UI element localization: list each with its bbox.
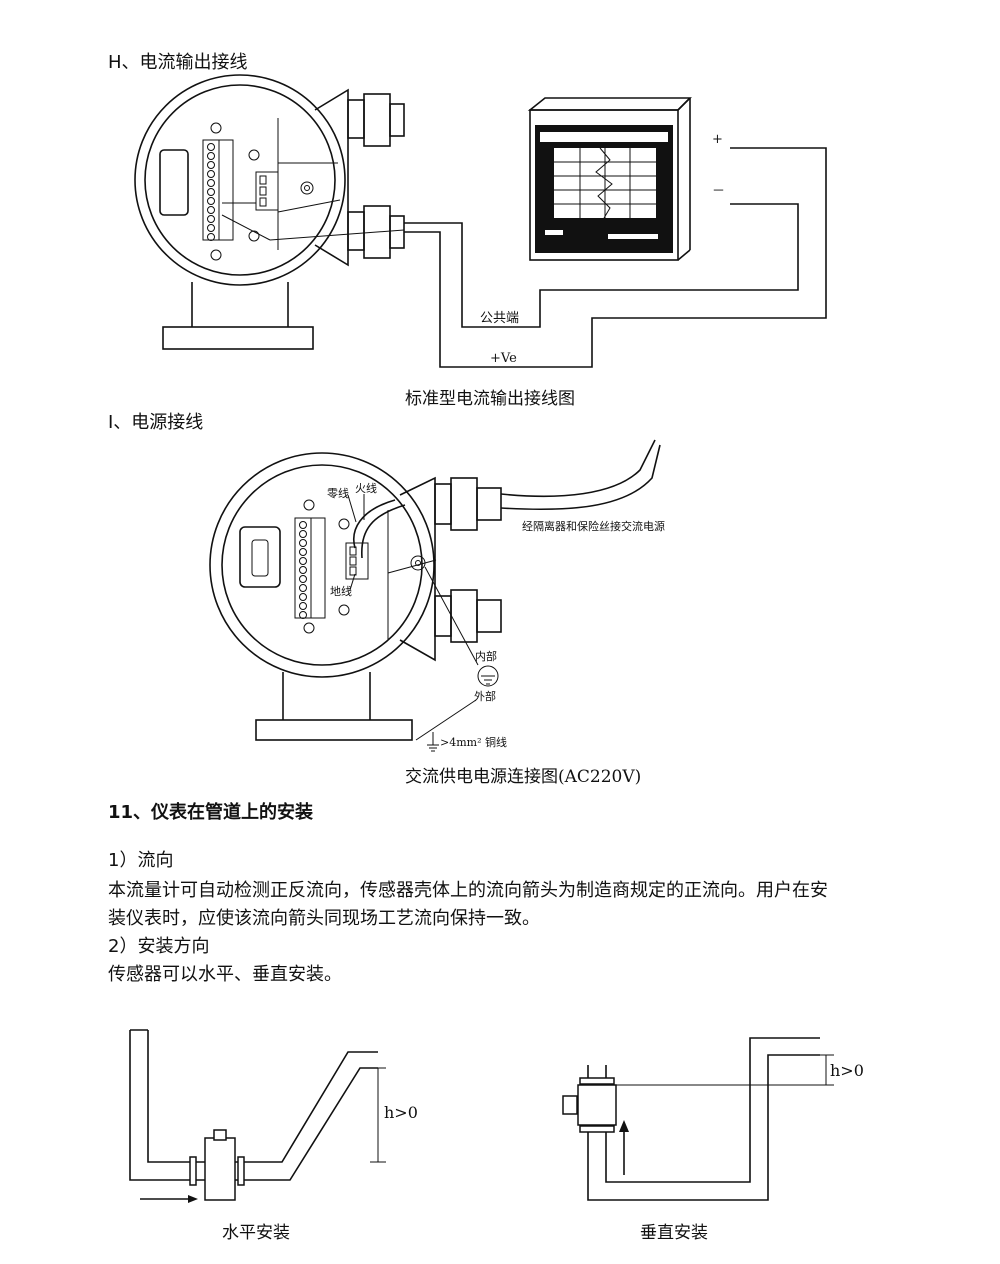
live-wire-label: 火线: [355, 481, 377, 495]
terminal-screws: [207, 143, 215, 241]
vertical-install-diagram: [562, 1037, 834, 1201]
height-label-horizontal: h>0: [384, 1103, 418, 1122]
copper-wire-label: >4mm² 铜线: [440, 735, 507, 749]
terminal-plus-label: +: [712, 132, 723, 147]
converter-housing: [134, 74, 405, 350]
output-wires: [404, 147, 827, 368]
neutral-wire-label: 零线: [327, 486, 349, 500]
converter-housing-power: [209, 439, 661, 741]
paragraph-flow-line2: 装仪表时，应使该流向箭头同现场工艺流向保持一致。: [108, 908, 540, 929]
positive-voltage-label: +Ve: [490, 351, 517, 366]
paragraph-install-orientation: 传感器可以水平、垂直安装。: [108, 964, 342, 985]
caption-vertical-install: 垂直安装: [640, 1223, 708, 1243]
inner-ground-label: 内部: [475, 649, 497, 663]
height-label-vertical: h>0: [830, 1061, 864, 1080]
section-h-title: H、电流输出接线: [108, 52, 248, 73]
common-terminal-label: 公共端: [480, 311, 519, 326]
grounding: [415, 566, 499, 752]
power-terminal-screws: [299, 521, 307, 619]
ground-wire-label: 地线: [330, 584, 352, 598]
horizontal-install-diagram: [129, 1029, 386, 1203]
caption-horizontal-install: 水平安装: [222, 1223, 290, 1243]
recorder-instrument: [527, 97, 692, 261]
section-11-title: 11、仪表在管道上的安装: [108, 802, 314, 823]
ac-supply-note: 经隔离器和保险丝接交流电源: [522, 519, 665, 533]
figure-caption-current-output: 标准型电流输出接线图: [405, 389, 575, 409]
outer-ground-label: 外部: [474, 689, 496, 703]
subheading-flow-direction: 1）流向: [108, 850, 174, 871]
terminal-minus-label: －: [712, 184, 725, 199]
section-i-title: I、电源接线: [108, 412, 204, 433]
subheading-install-orientation: 2）安装方向: [108, 936, 210, 957]
figure-caption-power: 交流供电电源连接图(AC220V): [405, 767, 642, 787]
paragraph-flow-line1: 本流量计可自动检测正反流向，传感器壳体上的流向箭头为制造商规定的正流向。用户在安: [108, 880, 828, 901]
